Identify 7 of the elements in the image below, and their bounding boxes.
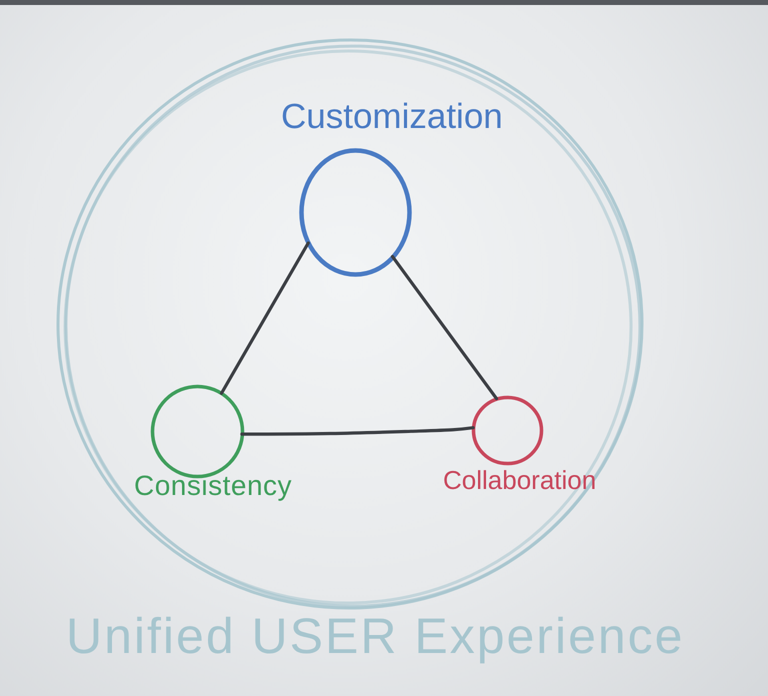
connector-line <box>390 255 498 400</box>
node-label: Unified USER Experience <box>66 608 684 666</box>
connector-line <box>240 426 475 436</box>
node-label: Customization <box>281 97 503 138</box>
node-label: Collaboration <box>443 466 596 496</box>
connector-line <box>220 241 310 395</box>
node-label: Consistency <box>134 470 292 502</box>
